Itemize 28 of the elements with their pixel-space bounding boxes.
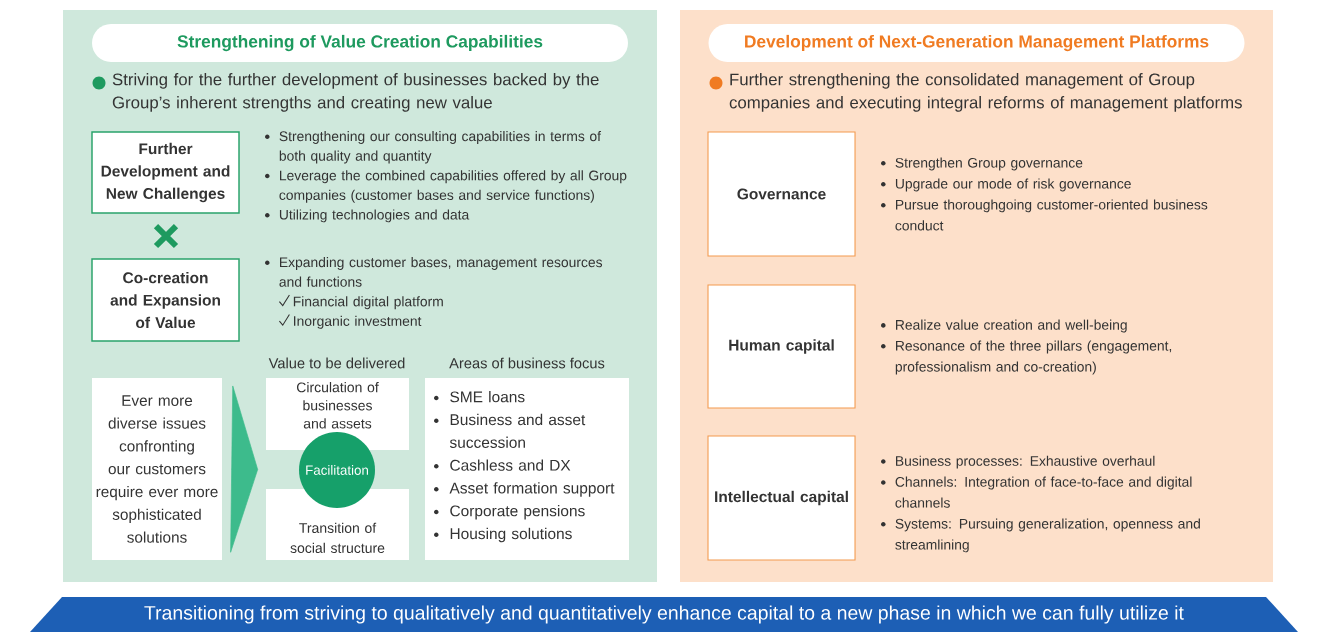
intro-text: Striving for the further development of businesses backed by the Group’s inherent strengths and creating new value: [92, 73, 599, 112]
focus-list-box: SME loans Business and asset succession Cashless and DX Asset formation support Corporate pensions Housing solutions: [425, 378, 629, 560]
bullet-list: Strengthening our consulting capabilities in terms of both quality and quantity Leverage the combined capabilities offered by all Group companies (customer bases and service functions) Utilizing technologies and data: [265, 131, 627, 223]
value-box: Circulation of businesses and assets: [266, 378, 409, 450]
node-label: Cashless and DX: [450, 459, 571, 471]
title-pill: Strengthening of Value Creation Capabilities: [92, 24, 628, 62]
bullet-list: Strengthen Group governance Upgrade our mode of risk governance Pursue thoroughgoing customer-oriented business conduct: [881, 157, 1208, 231]
bullet-list: Expanding customer bases, management resources and functions Financial digital platform Inorganic investment: [265, 257, 603, 329]
category-box: Human capital: [707, 284, 856, 409]
title-pill: Development of Next-Generation Management Platforms: [708, 24, 1245, 62]
bullet-list: Realize value creation and well-being Resonance of the three pillars (engagement, professionalism and co-creation): [881, 319, 1172, 375]
column-heading: Value to be delivered: [268, 357, 405, 369]
node-label: Housing solutions: [450, 527, 572, 543]
node-label: Asset formation support: [449, 482, 615, 497]
value-box: Transition of social structure: [266, 489, 409, 560]
node-label: Business and asset succession: [449, 413, 586, 448]
node-label: Corporate pensions: [450, 505, 585, 520]
category-box: Governance: [707, 131, 856, 257]
category-box: Co-creation and Expansion of Value: [91, 258, 240, 342]
issue-box: Ever more diverse issues confronting our customers require ever more sophisticated solutions: [92, 378, 222, 560]
intro-text: Further strengthening the consolidated management of Group companies and executing integral reforms of management platforms: [709, 73, 1242, 112]
node-label: SME loans: [450, 391, 525, 403]
category-box: Further Development and New Challenges: [91, 131, 240, 214]
column-heading: Areas of business focus: [449, 357, 605, 369]
chevron-arrow: [230, 385, 258, 553]
category-box: Intellectual capital: [707, 435, 856, 561]
banner: Transitioning from striving to qualitatively and quantitatively enhance capital to a new phase in which we can fully utilize it: [30, 597, 1298, 632]
bullet-list: Business processes: Exhaustive overhaul Channels: Integration of face-to-face and digital channels Systems: Pursuing generalization, openness and streamlining: [881, 455, 1200, 553]
